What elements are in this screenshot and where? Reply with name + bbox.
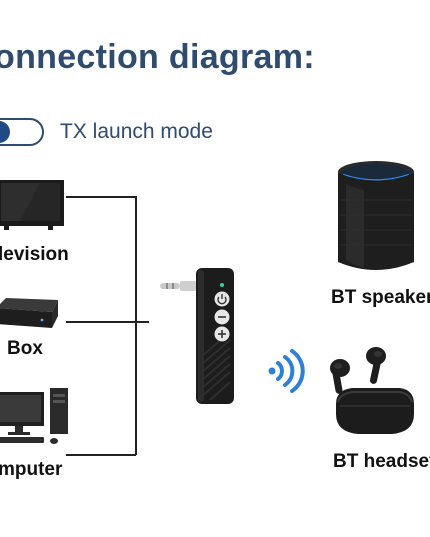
mode-label: TX launch mode: [60, 120, 213, 143]
mode-toggle[interactable]: [0, 118, 44, 146]
wireless-signal-icon: [268, 349, 305, 393]
toggle-knob: [0, 121, 10, 143]
bluetooth-speaker-icon: [338, 161, 414, 270]
television-icon: [0, 180, 64, 230]
source-label-computer: mputer: [0, 459, 63, 480]
target-label-headset: BT headset: [333, 451, 430, 472]
bluetooth-transmitter-icon: [160, 268, 234, 404]
desktop-computer-icon: [0, 388, 68, 444]
connector-box: [66, 321, 136, 323]
target-label-speaker: BT speaker: [331, 287, 430, 308]
connector-computer: [66, 454, 136, 456]
diagram-title: onnection diagram:: [0, 38, 315, 76]
bluetooth-earbuds-icon: [330, 347, 414, 434]
connector-to-transmitter: [135, 321, 149, 323]
source-label-box: Box: [7, 338, 43, 359]
connector-tv: [66, 196, 136, 198]
connector-vertical: [135, 196, 137, 455]
source-label-tv: levision: [0, 244, 69, 265]
set-top-box-icon: [0, 298, 58, 328]
